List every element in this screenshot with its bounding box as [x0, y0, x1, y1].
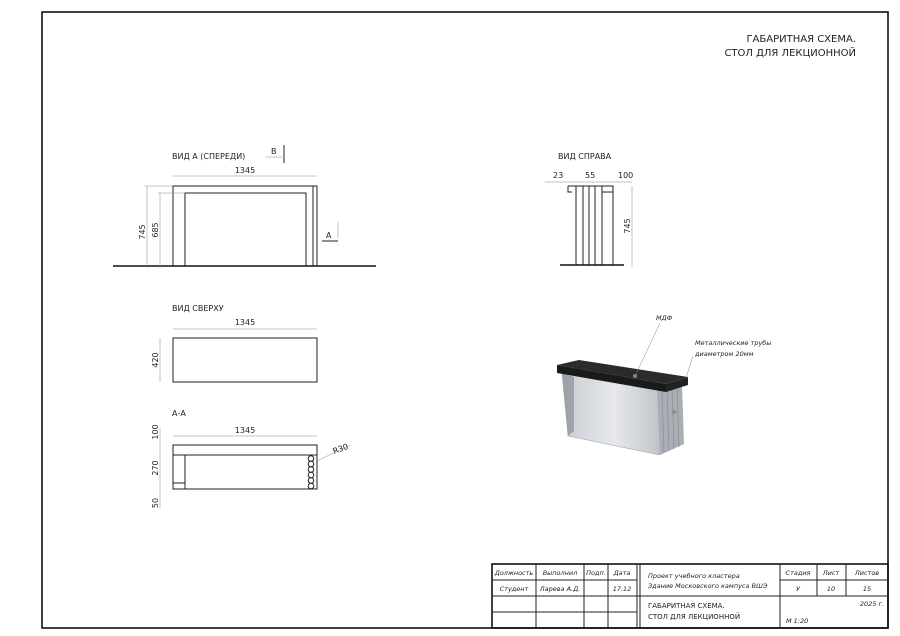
top-width-dim: 1345 [235, 318, 255, 327]
front-view-title: ВИД А (СПЕРЕДИ) [172, 152, 245, 161]
tb-project-2: Здание Московского кампуса ВШЭ [648, 582, 768, 590]
label-pipes-1: Металлические трубы [695, 339, 771, 347]
side-height-dim: 745 [623, 218, 632, 233]
tb-sheet-title-1: ГАБАРИТНАЯ СХЕМА. [648, 602, 725, 610]
side-dim-55: 55 [585, 171, 595, 180]
section-view: А-А 1345 R30 100 270 50 [151, 409, 351, 508]
front-height-inner: 685 [151, 222, 160, 237]
tb-header-position: Должность [494, 569, 534, 577]
tb-sheet-label: Лист [822, 569, 840, 577]
tb-author: Ларева А.Д. [539, 585, 581, 593]
tb-project-1: Проект учебного кластера [648, 572, 740, 580]
section-marker-a: А [326, 231, 332, 240]
tb-year: 2025 г. [860, 600, 884, 608]
tb-stage-label: Стадия [786, 569, 811, 577]
tb-sheets-label: Листов [854, 569, 879, 577]
top-view-title: ВИД СВЕРХУ [172, 304, 224, 313]
side-dim-23: 23 [553, 171, 563, 180]
section-dim-100: 100 [151, 424, 160, 439]
tb-stage: У [796, 585, 801, 593]
tb-sheet: 10 [827, 585, 835, 593]
tb-sheets: 15 [863, 585, 871, 593]
tb-header-sign: Подп. [586, 569, 606, 577]
side-view-title: ВИД СПРАВА [558, 152, 612, 161]
section-dim-50: 50 [151, 498, 160, 508]
section-view-title: А-А [172, 409, 186, 418]
label-mdf: МДФ [656, 314, 673, 322]
top-view: ВИД СВЕРХУ 1345 420 [151, 304, 318, 383]
tb-sheet-title-2: СТОЛ ДЛЯ ЛЕКЦИОННОЙ [648, 612, 740, 621]
section-radius: R30 [332, 442, 350, 456]
tb-header-date: Дата [613, 569, 631, 577]
section-width-dim: 1345 [235, 426, 255, 435]
top-depth-dim: 420 [151, 352, 160, 367]
table-3d-render: МДФ Металлические трубы диаметром 20мм [557, 314, 771, 456]
sheet-frame [41, 11, 889, 629]
tb-scale: М 1:20 [786, 617, 808, 625]
tb-position: Студент [500, 585, 529, 593]
section-marker-b: В [271, 147, 277, 156]
front-width-dim: 1345 [235, 166, 255, 175]
front-view: ВИД А (СПЕРЕДИ) В 1345 745 685 А [113, 145, 376, 268]
label-pipes-2: диаметром 20мм [694, 350, 754, 358]
header-title-1: ГАБАРИТНАЯ СХЕМА. [746, 34, 856, 45]
header-title-2: СТОЛ ДЛЯ ЛЕКЦИОННОЙ [724, 46, 856, 59]
tb-header-author: Выполнил [543, 569, 578, 577]
section-dim-270: 270 [151, 460, 160, 475]
side-dim-100: 100 [618, 171, 633, 180]
tb-date: 17.12 [613, 585, 632, 593]
side-view: ВИД СПРАВА 23 55 100 745 [545, 152, 633, 267]
title-block: Должность Выполнил Подп. Дата Студент Ла… [491, 563, 889, 629]
front-height-total: 745 [138, 224, 147, 239]
